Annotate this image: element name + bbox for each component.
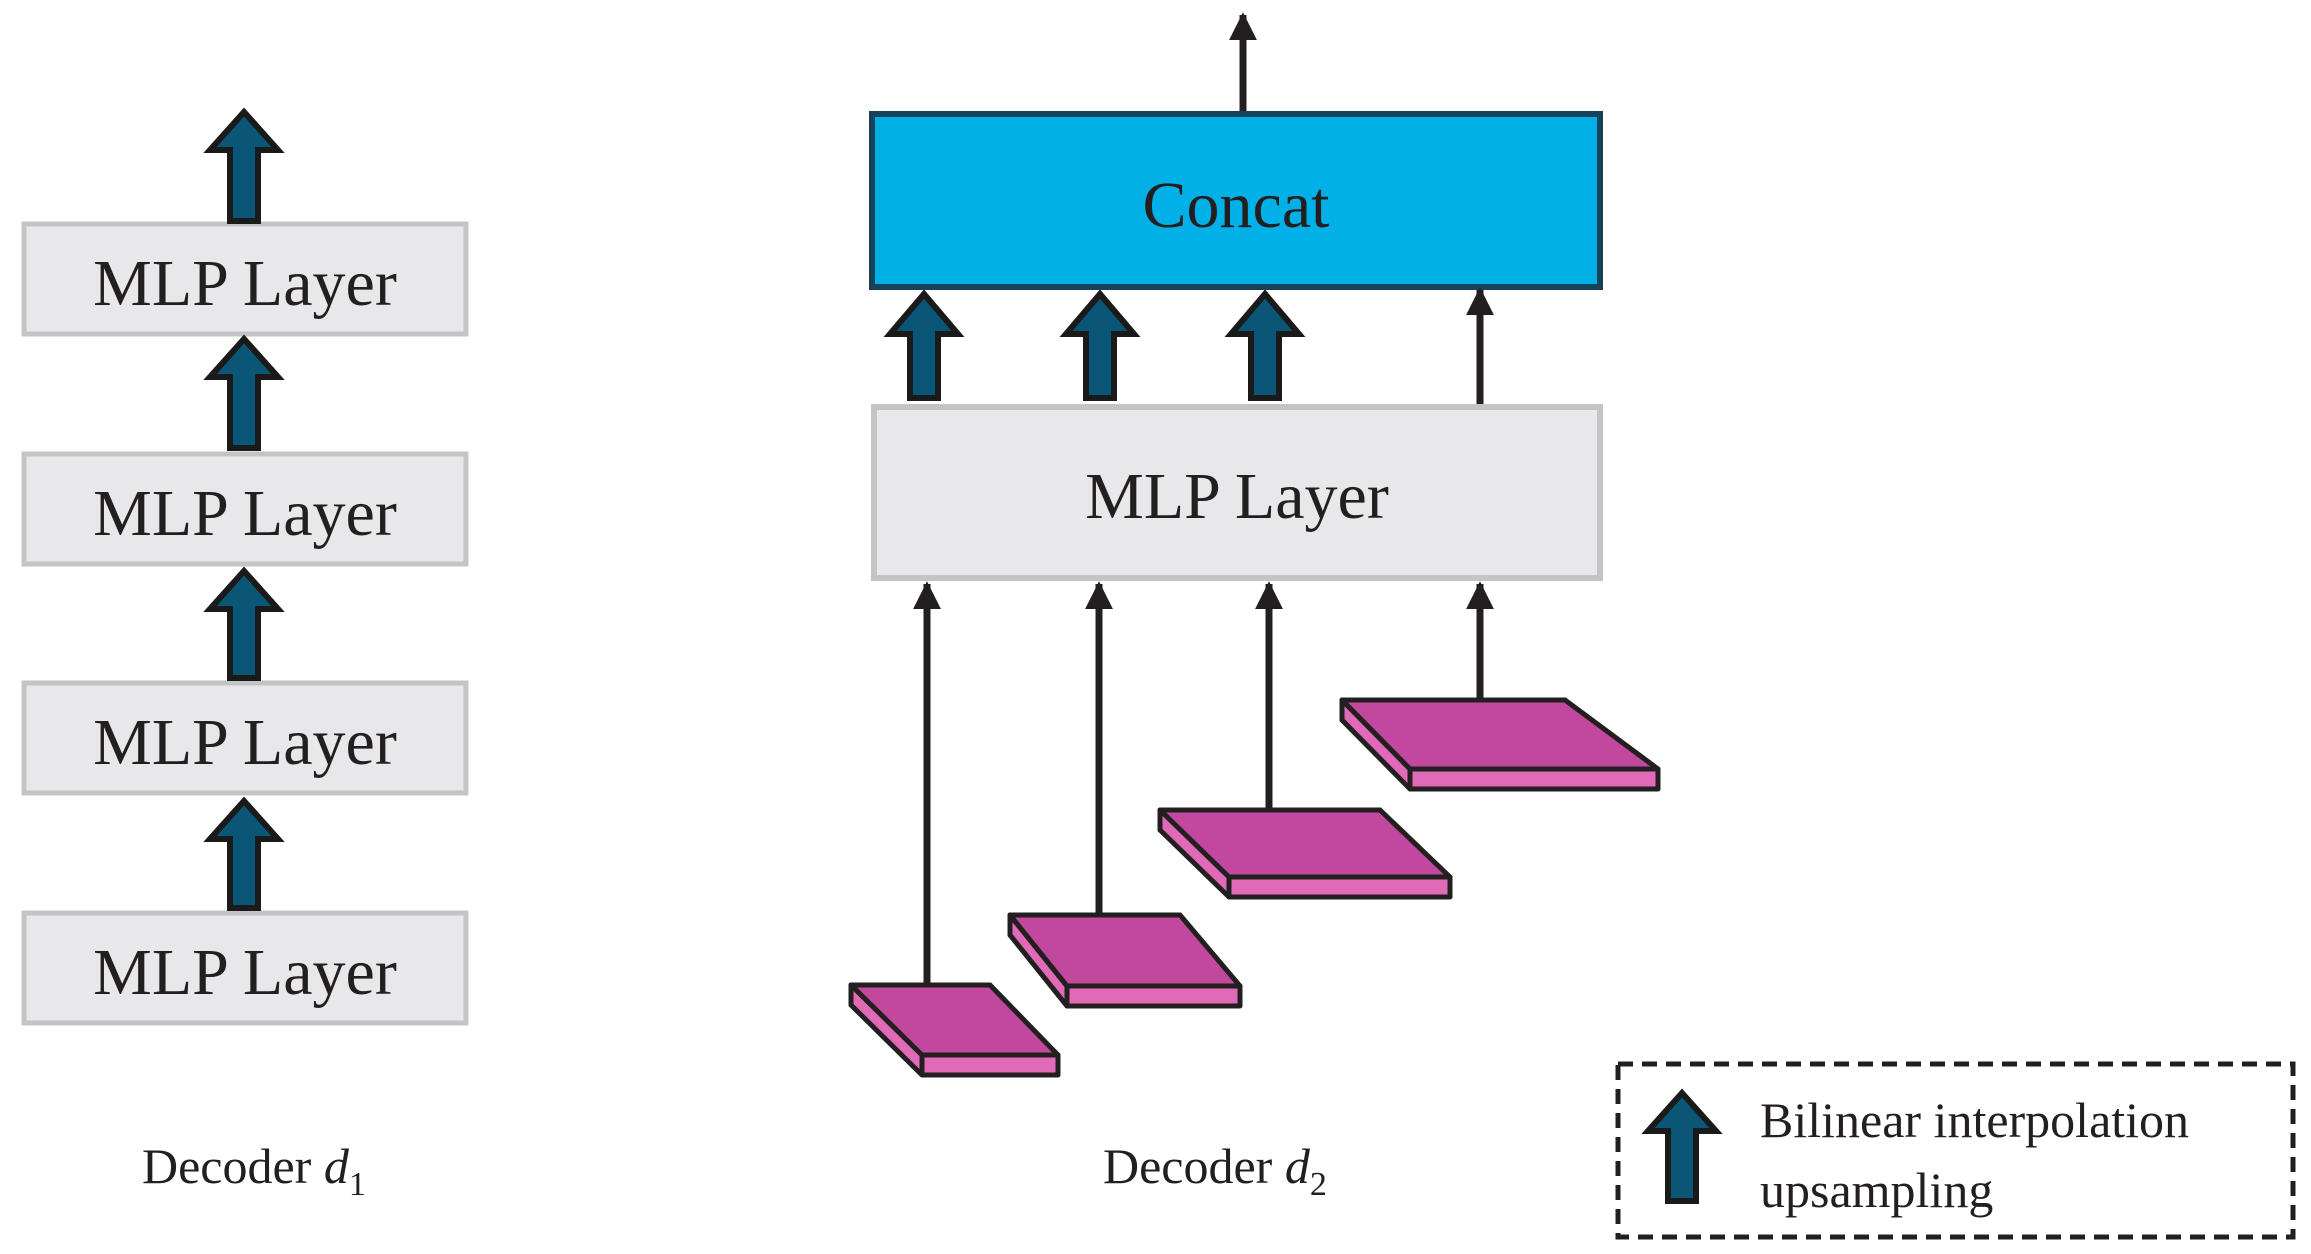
- upsample-arrow-icon: [203, 107, 285, 224]
- upsample-arrow-icon: [1059, 289, 1141, 401]
- legend-label-line1: Bilinear interpolation: [1760, 1092, 2189, 1148]
- legend-label-line2: upsampling: [1760, 1162, 1993, 1218]
- mlp-layer-box-d2: MLP Layer: [871, 404, 1603, 581]
- mlp-layer-box-d1-4: MLP Layer: [21, 910, 469, 1026]
- upsample-arrow-icon: [1224, 289, 1306, 401]
- feature-map-1: [848, 982, 1061, 1078]
- mlp-layer-box-d1-2: MLP Layer: [21, 451, 469, 567]
- mlp-layer-box-d1-1: MLP Layer: [21, 221, 469, 337]
- legend: Bilinear interpolation upsampling: [1615, 1061, 2296, 1240]
- concat-box: Concat: [869, 111, 1603, 290]
- feature-map-4: [1339, 697, 1661, 792]
- decoder-d2-caption: Decoder d2: [1103, 1138, 1327, 1203]
- upsample-arrow-icon: [203, 566, 285, 681]
- upsample-arrow-icon: [883, 289, 965, 401]
- upsample-arrow-icon: [203, 796, 285, 911]
- feature-map-3: [1157, 807, 1453, 900]
- decoder-d1: MLP Layer MLP Layer MLP Layer MLP Layer …: [21, 107, 469, 1203]
- decoder-d2: Concat MLP Layer: [848, 12, 1661, 1203]
- upsample-arrow-icon: [203, 334, 285, 451]
- decoder-d1-caption: Decoder d1: [142, 1138, 366, 1203]
- upsample-arrow-icon: [1641, 1088, 1723, 1204]
- mlp-layer-box-d1-3: MLP Layer: [21, 680, 469, 796]
- mlp-layer-label: MLP Layer: [1085, 460, 1389, 533]
- feature-map-2: [1007, 912, 1243, 1009]
- mlp-layer-label: MLP Layer: [93, 936, 397, 1009]
- mlp-layer-label: MLP Layer: [93, 477, 397, 550]
- concat-label: Concat: [1143, 169, 1330, 242]
- mlp-layer-label: MLP Layer: [93, 247, 397, 320]
- mlp-layer-label: MLP Layer: [93, 706, 397, 779]
